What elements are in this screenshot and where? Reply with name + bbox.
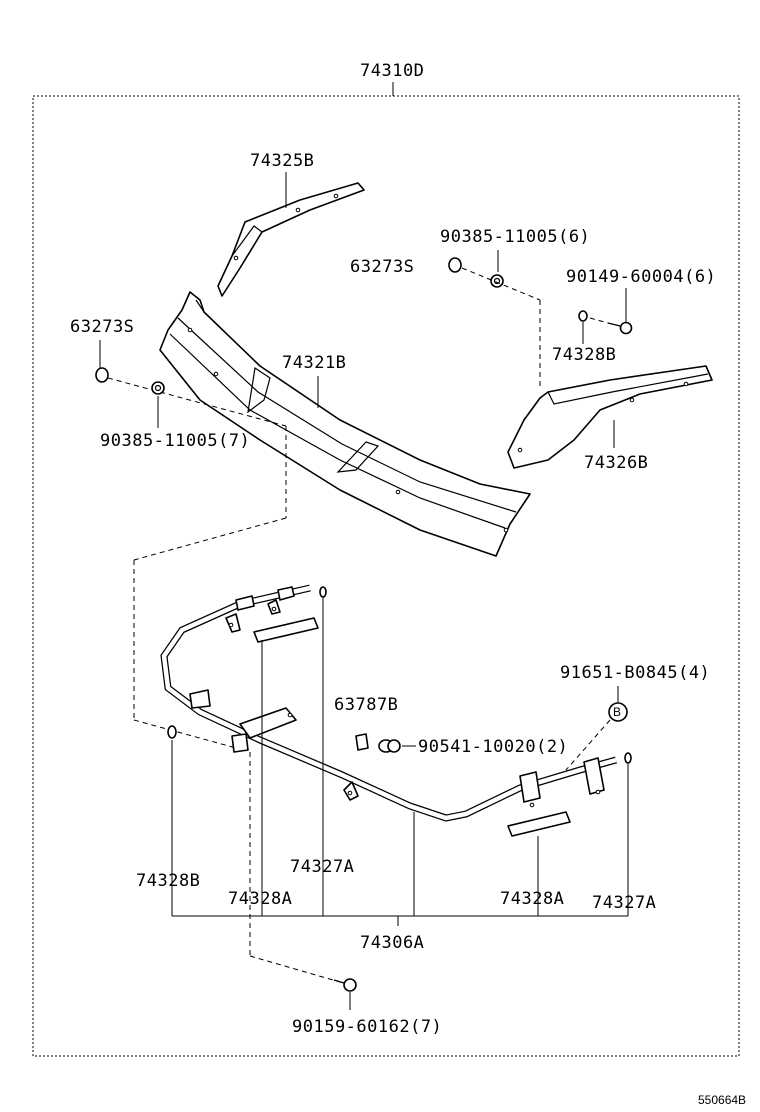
dash-90159-diag (249, 955, 341, 983)
label-74325B: 74325B (250, 151, 314, 171)
label-63273S-left: 63273S (70, 317, 134, 337)
plate-74328A-right[interactable] (507, 811, 571, 837)
part-74321B-shell[interactable] (159, 291, 531, 557)
screw-90149-60004[interactable] (607, 321, 633, 335)
dash-63273S-left (107, 377, 287, 427)
dash-91651 (565, 719, 611, 771)
part-74326B-bracket[interactable] (507, 365, 713, 469)
label-90541-10020: 90541-10020(2) (418, 737, 568, 757)
callout-B-letter: B (613, 705, 621, 719)
nut-90385-11005-left[interactable] (151, 381, 165, 395)
label-74328A-right: 74328A (500, 889, 564, 909)
label-63787B: 63787B (334, 695, 398, 715)
nut-90385-11005-right[interactable] (490, 274, 504, 288)
label-74327A-right: 74327A (592, 893, 656, 913)
label-63273S-right: 63273S (350, 257, 414, 277)
grommet-74328B-top[interactable] (578, 310, 588, 322)
clip-63273S-right[interactable] (448, 257, 462, 273)
label-74328B-top: 74328B (552, 345, 616, 365)
pad-63787B[interactable] (355, 733, 369, 751)
grommet-74328B-bottom[interactable] (167, 725, 177, 739)
dash-left-diag (133, 517, 287, 561)
label-74306A: 74306A (360, 933, 424, 953)
label-91651-B0845: 91651-B0845(4) (560, 663, 710, 683)
screw-90159-60162[interactable] (333, 978, 357, 992)
label-74328B-bottom: 74328B (136, 871, 200, 891)
part-74306A-frame[interactable] (160, 584, 617, 822)
label-74321B: 74321B (282, 353, 346, 373)
footer-code: 550664B (698, 1093, 746, 1107)
label-90385-11005-6: 90385-11005(6) (440, 227, 590, 247)
clip-74327A-right[interactable] (624, 752, 632, 764)
label-74326B: 74326B (584, 453, 648, 473)
fastener-90541-10020[interactable] (378, 739, 401, 753)
part-74325B-bracket[interactable] (217, 182, 365, 297)
clip-74327A-left[interactable] (319, 586, 327, 598)
callout-B-symbol[interactable]: B (608, 702, 628, 722)
dash-90149 (589, 317, 609, 324)
label-90385-11005-7: 90385-11005(7) (100, 431, 250, 451)
label-74327A-mid: 74327A (290, 857, 354, 877)
plate-74328A-left[interactable] (253, 617, 319, 643)
assembly-frame (32, 95, 740, 1057)
clip-63273S-left[interactable] (95, 367, 109, 383)
label-74328A-left: 74328A (228, 889, 292, 909)
label-90149-60004: 90149-60004(6) (566, 267, 716, 287)
label-90159-60162: 90159-60162(7) (292, 1017, 442, 1037)
assembly-label-74310D: 74310D (360, 61, 424, 81)
